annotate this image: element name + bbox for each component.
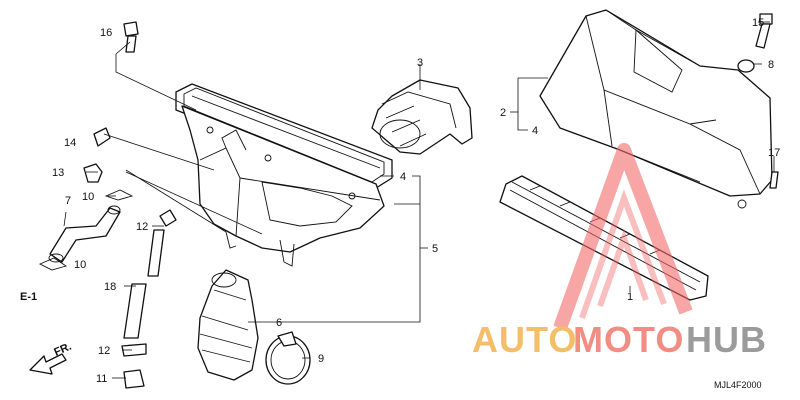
direction-label: FR. [52, 341, 73, 359]
breather-tube-upper [147, 209, 177, 277]
callout-1: 1 [627, 291, 633, 303]
callout-12-upper: 12 [136, 221, 148, 233]
grommet-8 [737, 59, 755, 73]
grommet-13 [83, 163, 103, 183]
air-cleaner-case [175, 83, 393, 267]
callout-14: 14 [64, 137, 76, 149]
callout-11: 11 [96, 373, 107, 385]
grommet-14 [93, 127, 111, 147]
callout-8: 8 [768, 59, 774, 71]
callout-12-lower: 12 [98, 345, 110, 357]
callout-16: 16 [100, 27, 112, 39]
drain-tube [48, 205, 121, 263]
bolt-16 [123, 21, 139, 53]
watermark-auto: AUTO [472, 319, 577, 360]
watermark-hub: HUB [686, 319, 767, 360]
callout-3: 3 [417, 57, 423, 69]
callout-4-right: 4 [532, 125, 538, 137]
callout-9: 9 [318, 353, 324, 365]
leader-lines [63, 21, 775, 379]
callout-numbers: 1 2 3 4 4 5 6 7 8 9 10 10 11 12 12 13 14… [52, 17, 780, 385]
callout-5: 5 [432, 243, 438, 255]
callout-10-upper: 10 [82, 191, 94, 203]
bolt-15 [755, 13, 773, 49]
screw-17 [769, 171, 779, 189]
watermark-logo: AUTO MOTO HUB [472, 143, 767, 360]
callout-15: 15 [752, 17, 764, 29]
cap-11 [123, 369, 145, 389]
callout-18: 18 [104, 281, 116, 293]
tube-clip-lower [38, 257, 68, 271]
intake-duct [371, 79, 473, 155]
callout-4-left: 4 [400, 171, 406, 183]
callout-6: 6 [276, 317, 282, 329]
callout-2: 2 [500, 107, 506, 119]
front-direction-arrow: FR. [29, 341, 73, 375]
callout-7: 7 [65, 195, 71, 207]
breather-tube-lower [121, 283, 147, 357]
callout-13: 13 [52, 167, 64, 179]
diagram-code: MJL4F2000 [714, 380, 762, 390]
callout-17: 17 [768, 147, 780, 159]
tube-clip-upper [104, 189, 134, 201]
intake-boot [197, 269, 259, 381]
air-cleaner-cover [539, 9, 773, 209]
reference-label: E-1 [20, 291, 37, 303]
watermark-triangle [553, 143, 693, 331]
hose-clamp [265, 331, 311, 385]
watermark-moto: MOTO [573, 319, 684, 360]
callout-10-lower: 10 [74, 259, 86, 271]
